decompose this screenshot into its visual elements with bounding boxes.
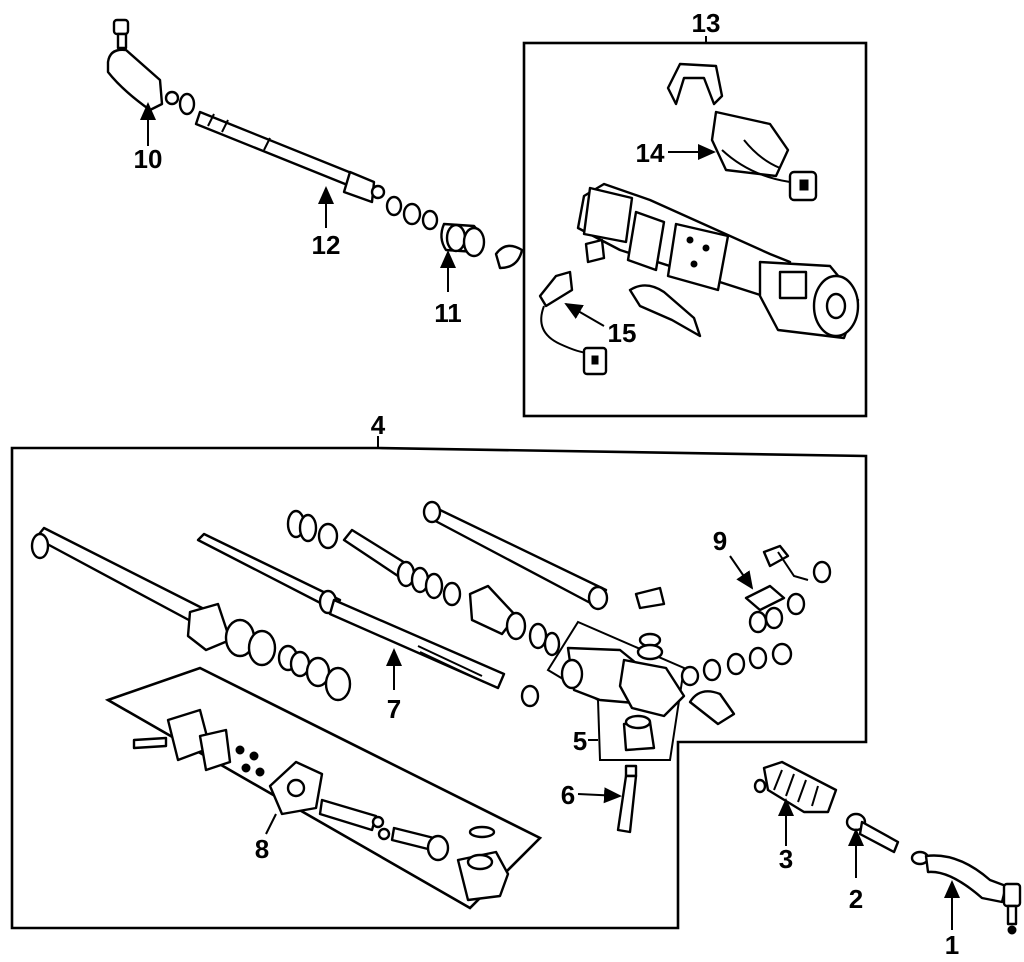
callout-12: 12 [312,230,341,260]
callout-3: 3 [779,844,793,874]
leader-8 [265,813,277,835]
part-8-valve-body-set [132,708,510,902]
group-box-4 [10,446,868,930]
leader-15 [564,302,605,327]
callout-10: 10 [134,144,163,174]
part-10-tie-rod-end [106,18,196,116]
part-5-valve-housing [560,586,793,752]
part-2-inner-tie-rod [845,812,900,854]
group-13-gear-housing [576,182,860,340]
callout-9: 9 [713,526,727,556]
callout-7: 7 [387,694,401,724]
part-11-boot-clamp-set [385,195,524,270]
callout-1: 1 [945,930,959,960]
part-15-sensor [538,270,608,376]
callout-13: 13 [692,8,721,38]
part-14-bracket-assembly [666,62,818,202]
leader-6 [577,787,622,804]
callout-15: 15 [608,318,637,348]
callout-6: 6 [561,780,575,810]
group-box-8 [104,666,543,910]
callout-4: 4 [371,410,386,440]
callout-5: 5 [573,726,587,756]
part-7-rack-shaft [196,532,540,708]
leader-9 [729,555,754,590]
rack-housing-tube [30,526,352,702]
part-6-pinion-bolt [616,764,638,834]
callout-2: 2 [849,884,863,914]
rack-tube-sleeve [422,500,609,611]
group-box-13 [522,41,868,418]
callout-14: 14 [636,138,665,168]
callout-8: 8 [255,834,269,864]
part-12-tie-rod [194,110,386,204]
part-3-rack-boot [753,760,838,814]
part-9-pressure-switch [744,544,832,634]
part-1-outer-tie-rod-end [910,850,1022,935]
rack-piston-and-seals [286,509,561,657]
callout-11: 11 [434,298,462,328]
